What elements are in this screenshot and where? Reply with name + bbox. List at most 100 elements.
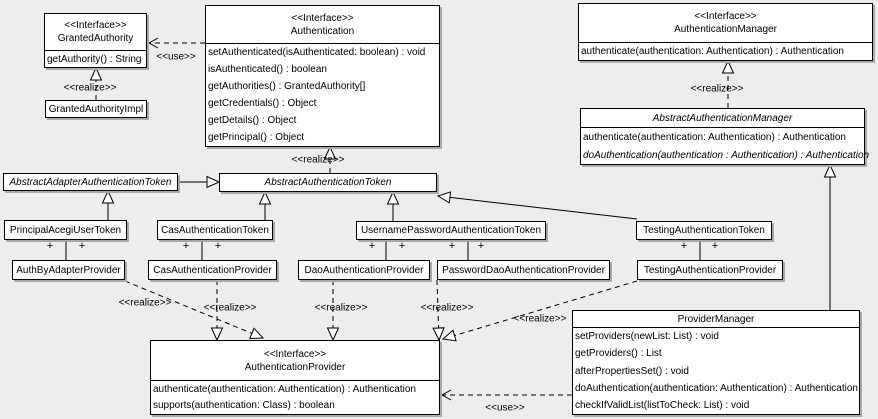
class-header: PrincipalAcegiUserToken bbox=[5, 221, 126, 239]
realization-stereotype-label: <<realize>> bbox=[314, 302, 368, 314]
methods-compartment: setAuthenticated(isAuthenticated: boolea… bbox=[206, 43, 439, 146]
class-header: PasswordDaoAuthenticationProvider bbox=[438, 261, 609, 279]
class-header: AbstractAuthenticationToken bbox=[220, 174, 436, 191]
method-row: checkIfValidList(listToCheck: List) : vo… bbox=[575, 399, 750, 411]
class-header: CasAuthenticationToken bbox=[158, 221, 272, 239]
class-box-testing-authentication-token[interactable]: TestingAuthenticationToken bbox=[636, 221, 772, 240]
realization-stereotype-label: <<realize>> bbox=[291, 154, 345, 166]
generalization-arrowhead-icon bbox=[823, 163, 837, 178]
class-name: AuthenticationManager bbox=[674, 24, 777, 35]
class-stereotype: <<Interface>> bbox=[694, 11, 757, 22]
methods-compartment: authenticate(authentication: Authenticat… bbox=[151, 380, 439, 414]
realization-arrowhead-icon bbox=[432, 327, 445, 342]
class-name: PrincipalAcegiUserToken bbox=[9, 224, 122, 236]
method-row: setAuthenticated(isAuthenticated: boolea… bbox=[208, 47, 426, 58]
generalization-arrowhead-icon bbox=[386, 190, 400, 205]
class-name: AbstractAuthenticationToken bbox=[264, 177, 392, 188]
class-box-abstract-authentication-token[interactable]: AbstractAuthenticationToken bbox=[219, 173, 437, 192]
class-name: TestingAuthenticationProvider bbox=[643, 264, 777, 276]
association-end-label: + bbox=[448, 240, 456, 252]
realization-stereotype-label: <<realize>> bbox=[420, 302, 474, 314]
realization-arrowhead-icon bbox=[323, 145, 337, 160]
class-name: TestingAuthenticationToken bbox=[643, 225, 765, 236]
method-row: getPrincipal() : Object bbox=[208, 132, 305, 143]
method-row: getDetails() : Object bbox=[208, 115, 297, 126]
methods-compartment: getAuthority() : String bbox=[45, 50, 146, 67]
class-header: TestingAuthenticationProvider bbox=[638, 261, 782, 279]
usage-arrowhead-icon bbox=[440, 389, 452, 401]
class-header: <<Interface>> GrantedAuthority bbox=[45, 14, 146, 50]
association-end-label: + bbox=[214, 240, 222, 252]
method-row: setProviders(newList: List) : void bbox=[575, 331, 719, 343]
class-box-granted-authority[interactable]: <<Interface>> GrantedAuthority getAuthorit… bbox=[44, 13, 147, 68]
class-name: AbstractAdapterAuthenticationToken bbox=[9, 176, 172, 188]
generalization-arrowhead-icon bbox=[258, 190, 272, 205]
class-box-password-dao-authentication-provider[interactable]: PasswordDaoAuthenticationProvider bbox=[437, 260, 610, 280]
class-name: PasswordDaoAuthenticationProvider bbox=[442, 264, 605, 276]
class-box-abstract-authentication-manager[interactable]: AbstractAuthenticationManager authenticat… bbox=[580, 108, 870, 165]
realization-stereotype-label: <<realize>> bbox=[63, 82, 117, 94]
class-header: CasAuthenticationProvider bbox=[149, 261, 276, 279]
class-stereotype: <<Interface>> bbox=[64, 20, 127, 31]
method-row: getAuthorities() : GrantedAuthority[] bbox=[208, 81, 366, 92]
class-box-auth-by-adapter-provider[interactable]: AuthByAdapterProvider bbox=[12, 260, 125, 280]
class-name: AbstractAuthenticationManager bbox=[652, 112, 793, 124]
realization-arrowhead-icon bbox=[210, 327, 224, 342]
realization-stereotype-label: <<realize>> bbox=[118, 297, 172, 309]
realization-arrowhead-icon bbox=[721, 59, 735, 74]
class-header: TestingAuthenticationToken bbox=[637, 222, 771, 239]
class-header: <<Interface>>Authentication bbox=[206, 6, 439, 43]
class-header: AbstractAdapterAuthenticationToken bbox=[4, 174, 177, 190]
usage-stereotype-label: <<use>> bbox=[156, 51, 196, 63]
class-header: AuthByAdapterProvider bbox=[13, 261, 124, 279]
method-row: isAuthenticated() : boolean bbox=[208, 64, 327, 75]
class-name: UsernamePasswordAuthenticationToken bbox=[360, 225, 542, 236]
class-name: DaoAuthenticationProvider bbox=[304, 264, 424, 276]
class-box-username-password-authentication-token[interactable]: UsernamePasswordAuthenticationToken bbox=[356, 221, 546, 240]
realization-connector[interactable] bbox=[436, 279, 440, 330]
association-end-label: + bbox=[182, 240, 190, 252]
generalization-connector[interactable] bbox=[448, 196, 638, 220]
class-box-granted-authority-impl[interactable]: GrantedAuthorityImpl bbox=[45, 100, 147, 118]
realization-arrowhead-icon bbox=[441, 329, 457, 342]
method-row: doAuthentication(authentication : Authen… bbox=[583, 149, 870, 161]
class-box-principal-acegi-user-token[interactable]: PrincipalAcegiUserToken bbox=[4, 220, 127, 240]
realization-connector[interactable] bbox=[453, 280, 638, 337]
class-stereotype: <<Interface>> bbox=[291, 12, 354, 24]
association-end-label: + bbox=[46, 240, 54, 252]
class-name: AuthByAdapterProvider bbox=[16, 264, 121, 276]
association-end-label: + bbox=[711, 240, 719, 252]
methods-compartment: authenticate(authentication: Authenticat… bbox=[581, 127, 870, 164]
methods-compartment: authenticate(authentication: Authenticat… bbox=[579, 42, 872, 60]
class-header: <<Interface>>AuthenticationProvider bbox=[151, 341, 439, 380]
usage-arrowhead-icon bbox=[147, 37, 159, 49]
class-name: AuthenticationProvider bbox=[244, 361, 346, 373]
class-name: GrantedAuthority bbox=[57, 33, 134, 44]
association-end-label: + bbox=[477, 240, 485, 252]
class-name: CasAuthenticationProvider bbox=[153, 264, 272, 276]
generalization-arrowhead-icon bbox=[101, 189, 115, 204]
class-box-authentication-manager[interactable]: <<Interface>> AuthenticationManager authen… bbox=[578, 3, 873, 61]
association-end-label: + bbox=[680, 240, 688, 252]
class-box-authentication-provider[interactable]: <<Interface>>AuthenticationProvider authe… bbox=[150, 340, 440, 415]
association-end-label: + bbox=[78, 240, 86, 252]
class-box-cas-authentication-token[interactable]: CasAuthenticationToken bbox=[157, 220, 273, 240]
class-box-cas-authentication-provider[interactable]: CasAuthenticationProvider bbox=[148, 260, 277, 280]
class-name: Authentication bbox=[290, 25, 355, 37]
method-row: authenticate(authentication: Authenticat… bbox=[153, 383, 416, 395]
class-header: UsernamePasswordAuthenticationToken bbox=[357, 222, 545, 239]
class-box-testing-authentication-provider[interactable]: TestingAuthenticationProvider bbox=[637, 260, 783, 280]
association-end-label: + bbox=[368, 240, 376, 252]
class-name: GrantedAuthorityImpl bbox=[48, 103, 144, 115]
method-row: authenticate(authentication: Authenticat… bbox=[581, 46, 844, 57]
class-box-abstract-adapter-authentication-token[interactable]: AbstractAdapterAuthenticationToken bbox=[3, 173, 178, 191]
usage-stereotype-label: <<use>> bbox=[485, 402, 525, 414]
realization-stereotype-label: <<realize>> bbox=[203, 302, 257, 314]
class-box-authentication[interactable]: <<Interface>>Authentication setAuthentica… bbox=[205, 5, 440, 147]
association-end-label: + bbox=[398, 240, 406, 252]
class-box-dao-authentication-provider[interactable]: DaoAuthenticationProvider bbox=[298, 260, 430, 280]
realization-stereotype-label: <<realize>> bbox=[690, 83, 744, 95]
method-row: afterPropertiesSet() : void bbox=[575, 365, 689, 377]
